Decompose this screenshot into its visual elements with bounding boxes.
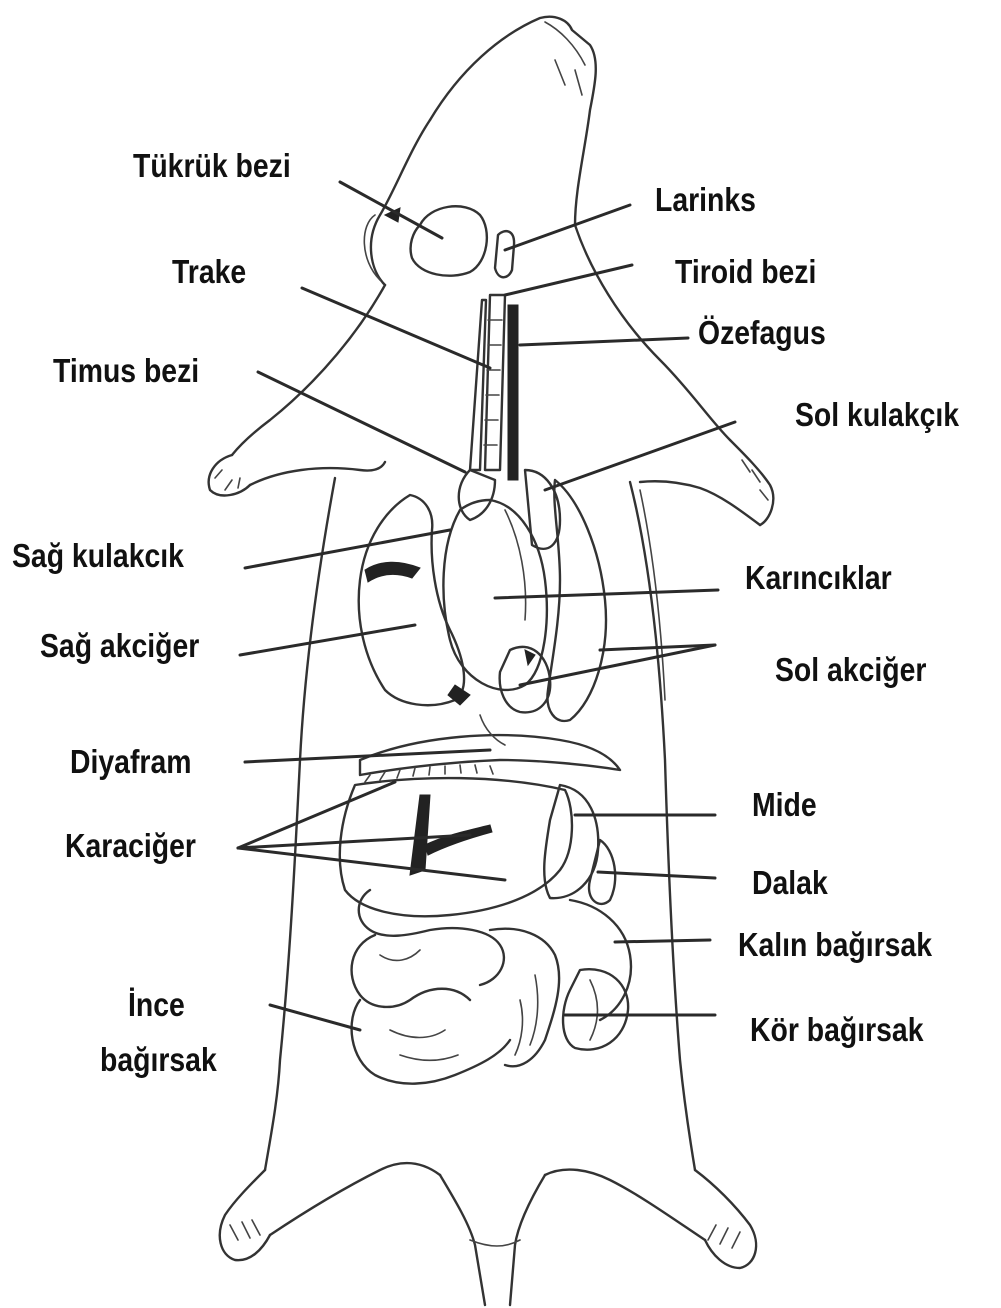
- leader-larinks: [505, 205, 630, 250]
- label-sol-akciger: Sol akciğer: [775, 650, 926, 690]
- label-karinciklar: Karıncıklar: [745, 558, 892, 598]
- label-timus-bezi: Timus bezi: [53, 351, 199, 391]
- label-mide: Mide: [752, 785, 817, 825]
- label-tiroid-bezi: Tiroid bezi: [675, 252, 816, 292]
- leader-karinciklar: [495, 590, 718, 598]
- label-ince-bagirsak-line2: bağırsak: [100, 1040, 217, 1080]
- label-trake: Trake: [172, 252, 246, 292]
- leader-trake: [302, 288, 490, 368]
- leader-sol-kulakcik: [545, 422, 735, 490]
- leader-karaciger-c: [238, 848, 505, 880]
- leader-timus-bezi: [258, 372, 465, 472]
- label-ince-bagirsak-line1: İnce: [128, 985, 185, 1025]
- label-sol-kulakcik: Sol kulakçık: [795, 395, 959, 435]
- leader-tiroid-bezi: [505, 265, 632, 295]
- leader-ozefagus: [520, 338, 688, 345]
- label-tukruk-bezi: Tükrük bezi: [133, 146, 291, 186]
- leader-sag-akciger: [240, 625, 415, 655]
- label-kor-bagirsak: Kör bağırsak: [750, 1010, 924, 1050]
- leader-tukruk-bezi: [340, 182, 442, 238]
- label-kalin-bagirsak: Kalın bağırsak: [738, 925, 932, 965]
- label-larinks: Larinks: [655, 180, 756, 220]
- label-ozefagus: Özefagus: [698, 313, 826, 353]
- leader-diyafram: [245, 750, 490, 762]
- leader-sag-kulakcik: [245, 530, 450, 568]
- abdominal-organs: [340, 778, 615, 916]
- neck-organs: [385, 206, 518, 480]
- intestines: [352, 890, 631, 1084]
- leader-karaciger-a: [238, 782, 395, 848]
- label-sag-kulakcik: Sağ kulakcık: [12, 536, 184, 576]
- label-sag-akciger: Sağ akciğer: [40, 626, 199, 666]
- label-karaciger: Karaciğer: [65, 826, 196, 866]
- leader-kalin-bagirsak: [615, 940, 710, 942]
- label-dalak: Dalak: [752, 863, 828, 903]
- label-diyafram: Diyafram: [70, 742, 191, 782]
- leader-sol-akciger-b: [520, 645, 715, 685]
